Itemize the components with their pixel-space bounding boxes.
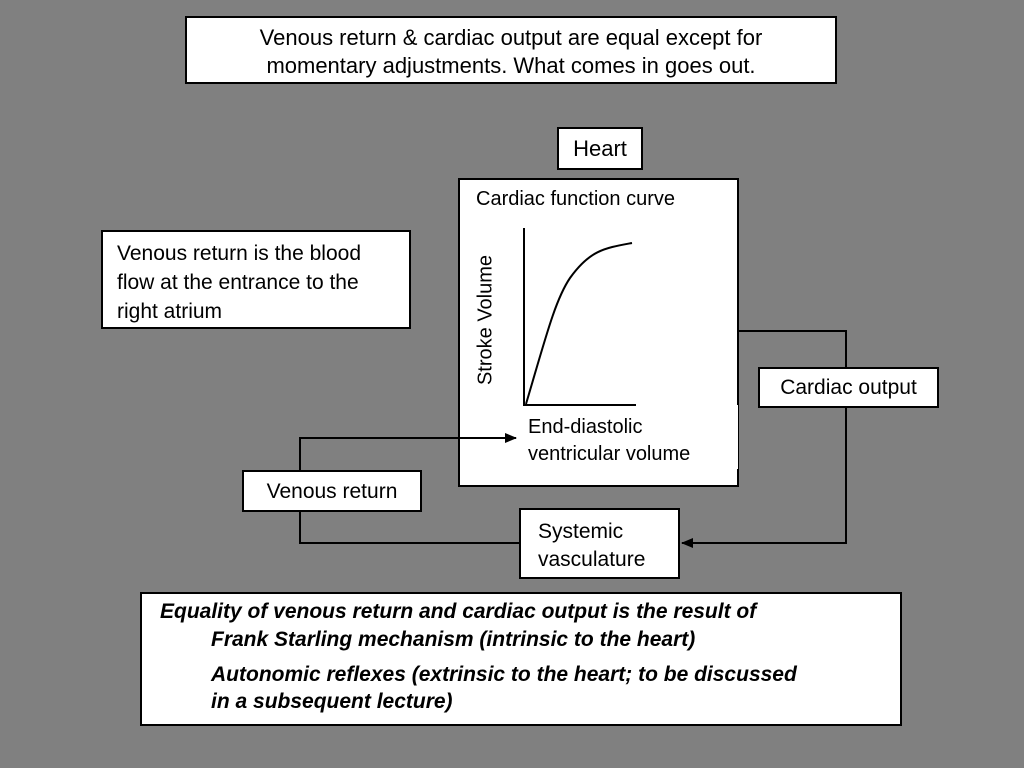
cardiac-output-to-systemic-arrow (681, 408, 847, 548)
venous-return-definition-box: Venous return is the blood flow at the e… (101, 230, 411, 329)
x-label-backdrop (518, 405, 738, 469)
heart-label: Heart (573, 136, 627, 161)
cardiac-function-curve (525, 242, 633, 405)
title-banner: Venous return & cardiac output are equal… (185, 16, 837, 84)
venous-return-label: Venous return (266, 480, 398, 503)
curve-title: Cardiac function curve (476, 188, 675, 210)
cardiac-output-box: Cardiac output (758, 367, 939, 408)
systemic-vasculature-box: Systemic vasculature (519, 508, 680, 579)
definition-line-2: flow at the entrance to the (117, 271, 359, 294)
heart-label-box: Heart (557, 127, 643, 170)
x-axis-label-line-2: ventricular volume (528, 443, 691, 465)
summary-line-1: Equality of venous return and cardiac ou… (160, 600, 757, 623)
systemic-line-2: vasculature (538, 548, 646, 571)
x-axis-label-line-1: End-diastolic (528, 416, 643, 438)
systemic-to-venous-return-line (299, 512, 519, 544)
definition-line-1: Venous return is the blood (117, 242, 362, 265)
cardiac-output-label: Cardiac output (780, 376, 917, 399)
banner-line-1: Venous return & cardiac output are equal… (259, 25, 763, 50)
summary-line-2: Frank Starling mechanism (intrinsic to t… (211, 628, 696, 651)
summary-line-3a: Autonomic reflexes (extrinsic to the hea… (211, 663, 797, 686)
summary-box: Equality of venous return and cardiac ou… (140, 592, 902, 726)
panel-to-cardiac-output-line (739, 330, 847, 367)
systemic-line-1: Systemic (538, 520, 624, 543)
venous-return-box: Venous return (242, 470, 422, 512)
y-axis-label: Stroke Volume (474, 254, 497, 386)
banner-line-2: momentary adjustments. What comes in goe… (266, 53, 756, 78)
x-axis-label: End-diastolic ventricular volume (528, 414, 690, 468)
definition-line-3: right atrium (117, 300, 223, 323)
venous-return-to-curve-arrow (299, 433, 517, 470)
summary-line-3b: in a subsequent lecture) (211, 690, 453, 713)
